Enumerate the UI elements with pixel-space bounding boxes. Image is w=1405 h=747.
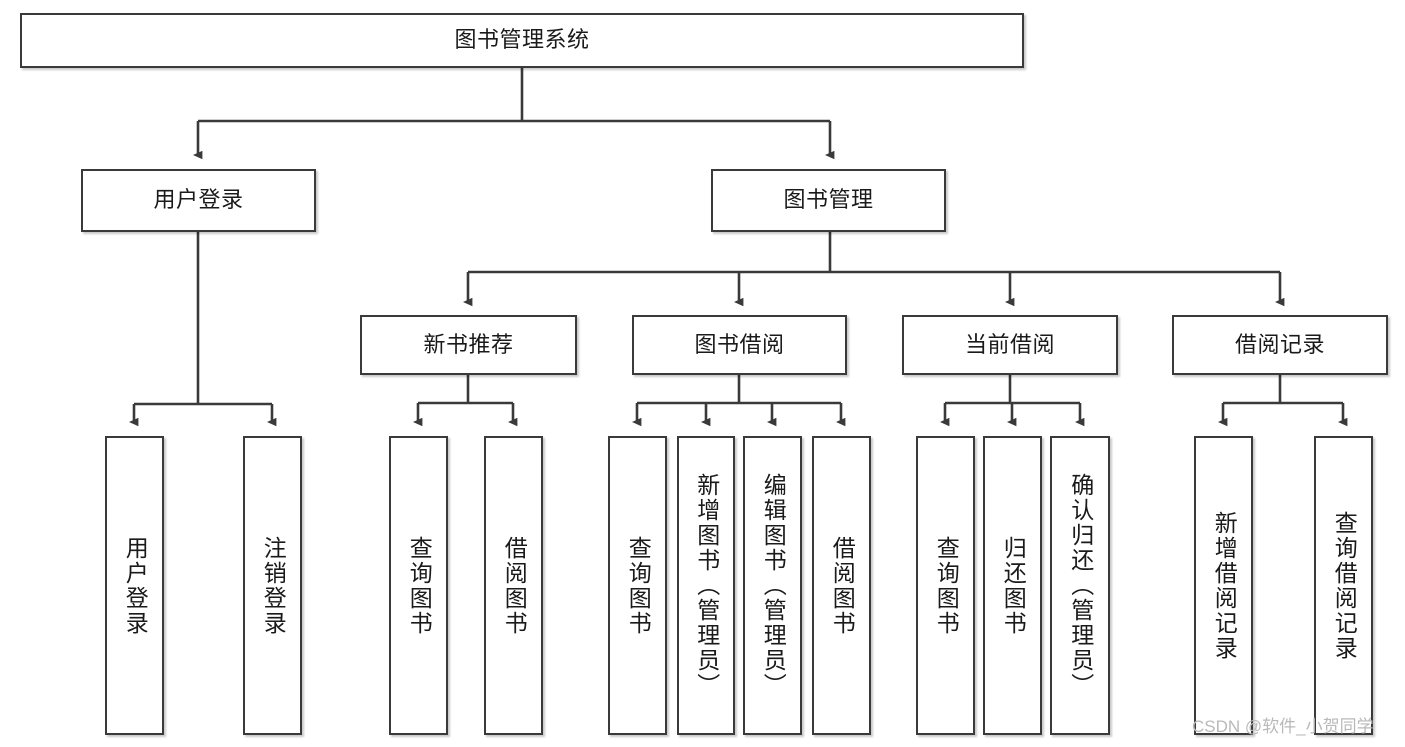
node-book-borrow[interactable]: 图书借阅 — [632, 315, 847, 375]
leaf-query-book-recommend[interactable]: 查询图书 — [389, 436, 448, 735]
node-user-login-label: 用户登录 — [153, 187, 244, 213]
leaf-add-borrow-record[interactable]: 新增借阅记录 — [1194, 436, 1253, 735]
node-book-borrow-label: 图书借阅 — [694, 331, 785, 357]
leaf-edit-book-admin[interactable]: 编辑图书（管理员） — [743, 436, 802, 735]
leaf-return-book[interactable]: 归还图书 — [983, 436, 1042, 735]
leaf-confirm-return-admin[interactable]: 确认归还（管理员） — [1050, 436, 1110, 735]
leaf-edit-book-admin-label: 编辑图书（管理员） — [760, 473, 787, 698]
node-new-book-recommend-label: 新书推荐 — [423, 331, 514, 357]
leaf-borrow-book-recommend[interactable]: 借阅图书 — [484, 436, 543, 735]
leaf-return-book-label: 归还图书 — [1000, 535, 1027, 636]
leaf-add-book-admin-label: 新增图书（管理员） — [693, 473, 720, 698]
leaf-borrow-book-recommend-label: 借阅图书 — [501, 535, 528, 636]
csdn-watermark: CSDN @软件_小贺同学 — [1192, 717, 1374, 736]
leaf-user-login[interactable]: 用户登录 — [105, 436, 164, 735]
node-current-borrow-label: 当前借阅 — [964, 331, 1055, 357]
leaf-add-borrow-record-label: 新增借阅记录 — [1211, 510, 1238, 661]
leaf-lend-book[interactable]: 借阅图书 — [812, 436, 871, 735]
node-new-book-recommend[interactable]: 新书推荐 — [360, 315, 577, 375]
node-borrow-record[interactable]: 借阅记录 — [1172, 315, 1388, 375]
leaf-query-book-borrow[interactable]: 查询图书 — [608, 436, 667, 735]
node-current-borrow[interactable]: 当前借阅 — [902, 315, 1118, 375]
node-user-login[interactable]: 用户登录 — [81, 169, 316, 232]
node-root[interactable]: 图书管理系统 — [20, 13, 1024, 68]
leaf-query-book-recommend-label: 查询图书 — [406, 535, 433, 636]
leaf-query-book-borrow-label: 查询图书 — [625, 535, 652, 636]
leaf-add-book-admin[interactable]: 新增图书（管理员） — [677, 436, 735, 735]
leaf-lend-book-label: 借阅图书 — [829, 535, 856, 636]
leaf-logout[interactable]: 注销登录 — [243, 436, 302, 735]
node-borrow-record-label: 借阅记录 — [1234, 331, 1325, 357]
node-book-management-label: 图书管理 — [783, 187, 874, 213]
leaf-confirm-return-admin-label: 确认归还（管理员） — [1067, 473, 1094, 698]
node-root-label: 图书管理系统 — [454, 27, 590, 53]
node-book-management[interactable]: 图书管理 — [711, 169, 946, 232]
leaf-query-book-current-label: 查询图书 — [933, 535, 960, 636]
leaf-query-borrow-record[interactable]: 查询借阅记录 — [1314, 436, 1373, 735]
leaf-user-login-label: 用户登录 — [122, 535, 149, 636]
leaf-query-book-current[interactable]: 查询图书 — [916, 436, 975, 735]
leaf-logout-label: 注销登录 — [260, 535, 287, 636]
leaf-query-borrow-record-label: 查询借阅记录 — [1331, 510, 1358, 661]
